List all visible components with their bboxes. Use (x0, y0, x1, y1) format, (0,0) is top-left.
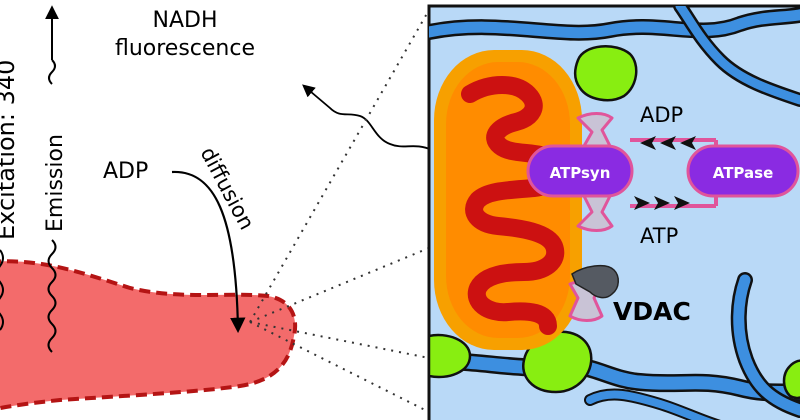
adp-arrows (640, 136, 696, 150)
green-blob-bottom-edge (429, 333, 472, 379)
green-blob-right-edge (782, 359, 800, 400)
green-blob-bottom-left (522, 330, 593, 394)
emission-beam: Emission (43, 5, 68, 353)
zoom-lines (249, 9, 430, 413)
vdac-protein (571, 264, 619, 299)
atpase: ATPase (630, 138, 800, 208)
green-blobs (429, 45, 800, 400)
nadh-label-line1: NADH (153, 8, 218, 33)
emission-wave-bottom (47, 239, 57, 353)
vdac: VDAC (568, 264, 691, 326)
atpase-pill (686, 144, 800, 198)
cell-region (0, 259, 298, 411)
cell-shape (0, 259, 298, 411)
green-blob-top (574, 45, 638, 102)
nadh-label-line2: fluorescence (115, 36, 255, 61)
excitation-wave (0, 249, 4, 331)
emission-wave-top (48, 59, 56, 85)
membrane-network (429, 6, 800, 420)
emission-label: Emission (43, 134, 68, 232)
adp-right-label: ADP (640, 103, 683, 127)
atp-arrows (634, 196, 690, 210)
mitochondrion (434, 50, 582, 350)
excitation-beam: Excitation: 340 (0, 60, 20, 331)
diffusion-label: diffusion (196, 143, 259, 234)
diffusion-arrow (171, 170, 246, 334)
atpsyn-label: ATPsyn (550, 164, 611, 182)
cristae (461, 76, 567, 335)
atp-synthase: ATPsyn (526, 112, 634, 232)
atpsyn-pill (526, 144, 634, 198)
zoom-content: ATPsyn ATPase ADP ATP (429, 6, 800, 420)
atp-label: ATP (640, 224, 678, 248)
atpase-label: ATPase (713, 164, 774, 182)
atpsyn-channel-bottom (576, 194, 614, 232)
vdac-label: VDAC (613, 297, 691, 326)
adp-left-label: ADP (103, 159, 148, 184)
mitochondrion-inner (446, 62, 570, 338)
zoom-panel: ATPsyn ATPase ADP ATP (427, 4, 800, 420)
excitation-label: Excitation: 340 (0, 60, 20, 240)
